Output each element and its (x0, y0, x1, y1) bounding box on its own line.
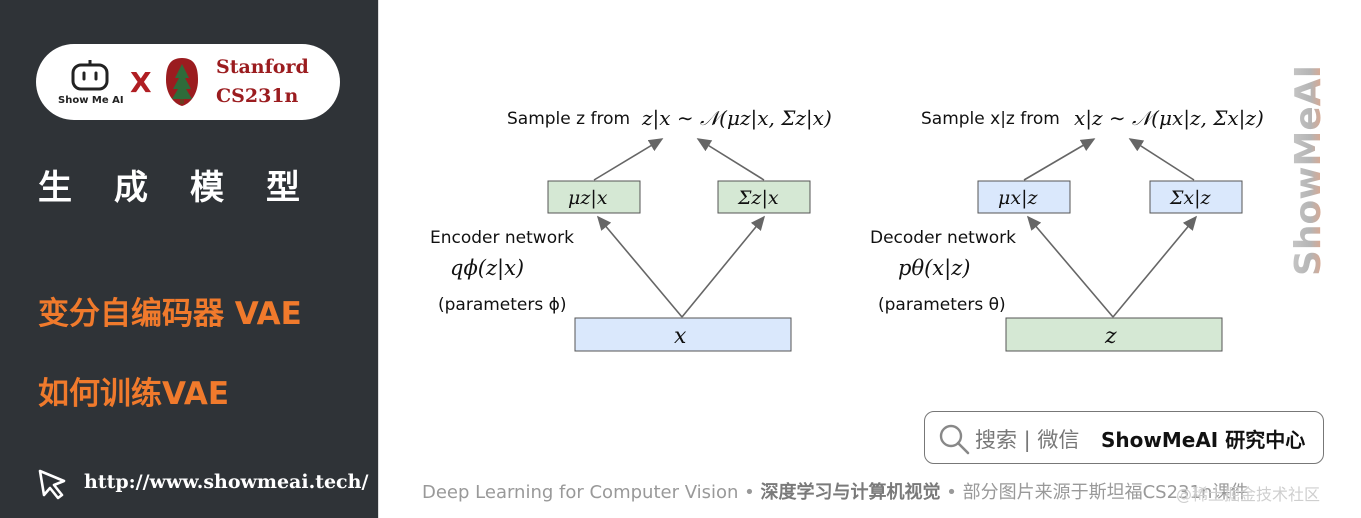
encoder-network-label: Encoder network (430, 228, 574, 248)
search-box[interactable]: 搜索 | 微信 ShowMeAI 研究中心 (924, 411, 1324, 464)
stanford-tree-icon (166, 58, 198, 106)
search-label: 搜索 | 微信 (975, 428, 1080, 452)
logo-card[interactable]: Show Me AI X Stanford CS231n (36, 44, 340, 120)
decoder-sample-text: Sample x|z from (921, 109, 1060, 129)
encoder-arrow-x-to-mu (596, 215, 683, 318)
encoder-dist-formula: z|x ∼ 𝒩(μz|x, Σz|x) (641, 106, 832, 131)
site-url-link[interactable]: http://www.showmeai.tech/ (84, 471, 369, 493)
decoder-arrow-sigma-up (1128, 138, 1195, 181)
topic-title: 生成模型 (38, 168, 342, 208)
collab-x-mark: X (130, 66, 152, 99)
encoder-arrow-x-to-sigma (681, 215, 766, 318)
encoder-input-label: x (674, 324, 687, 349)
encoder-arrow-mu-up (593, 138, 664, 181)
section-vae[interactable]: 变分自编码器 VAE (38, 296, 302, 332)
decoder-mu-label: μx|z (998, 187, 1038, 209)
showme-robot-icon (71, 60, 109, 91)
decoder-mu-box (977, 180, 1071, 214)
encoder-mu-label: μz|x (568, 187, 608, 209)
stanford-course: CS231n (216, 85, 299, 107)
decoder-network-label: Decoder network (870, 228, 1016, 248)
encoder-network-formula: qϕ(z|x) (450, 256, 524, 281)
svg-text:ShowMeAI: ShowMeAI (1288, 65, 1329, 276)
footer-credit: @稀土掘金技术社区 (1176, 485, 1321, 504)
footer-sep-2: • (946, 482, 957, 503)
showmeai-watermark: ShowMeAI (1288, 65, 1329, 276)
section-train-vae[interactable]: 如何训练VAE (38, 376, 230, 412)
encoder-sample-text: Sample z from (507, 109, 630, 129)
search-icon (939, 424, 970, 455)
decoder-arrow-mu-up (1023, 138, 1096, 181)
encoder-arrow-sigma-up (696, 138, 765, 181)
footer-sep-1: • (744, 482, 755, 503)
decoder-input-label: z (1104, 324, 1117, 349)
decoder-params: (parameters θ) (878, 295, 1006, 315)
encoder-sigma-box (717, 180, 811, 214)
footer-bold: 深度学习与计算机视觉 (760, 482, 941, 503)
sidebar: Show Me AI X Stanford CS231n 生成模型 变分自编码器… (0, 0, 378, 518)
search-brand: ShowMeAI 研究中心 (1101, 428, 1306, 452)
showme-logo-label: Show Me AI (58, 95, 124, 106)
encoder-params: (parameters ϕ) (438, 295, 567, 315)
footer-course: Deep Learning for Computer Vision (422, 482, 739, 503)
footer-note: 部分图片来源于斯坦福CS231n课件 (962, 482, 1249, 503)
encoder-mu-box (547, 180, 641, 214)
decoder-sigma-label: Σx|z (1169, 187, 1212, 209)
decoder-arrow-z-to-mu (1026, 215, 1114, 318)
decoder-input-box (1005, 317, 1223, 352)
decoder-sigma-box (1149, 180, 1243, 214)
decoder-arrow-z-to-sigma (1112, 215, 1198, 318)
decoder-network-formula: pθ(x|z) (898, 256, 970, 281)
footer-line: Deep Learning for Computer Vision • 深度学习… (422, 478, 1248, 504)
encoder-input-box (574, 317, 792, 352)
decoder-dist-formula: x|z ∼ 𝒩(μx|z, Σx|z) (1074, 106, 1264, 131)
encoder-sigma-label: Σz|x (737, 187, 779, 209)
stanford-name: Stanford (216, 56, 309, 78)
slide-content (378, 0, 1361, 518)
cursor-icon (38, 469, 66, 500)
